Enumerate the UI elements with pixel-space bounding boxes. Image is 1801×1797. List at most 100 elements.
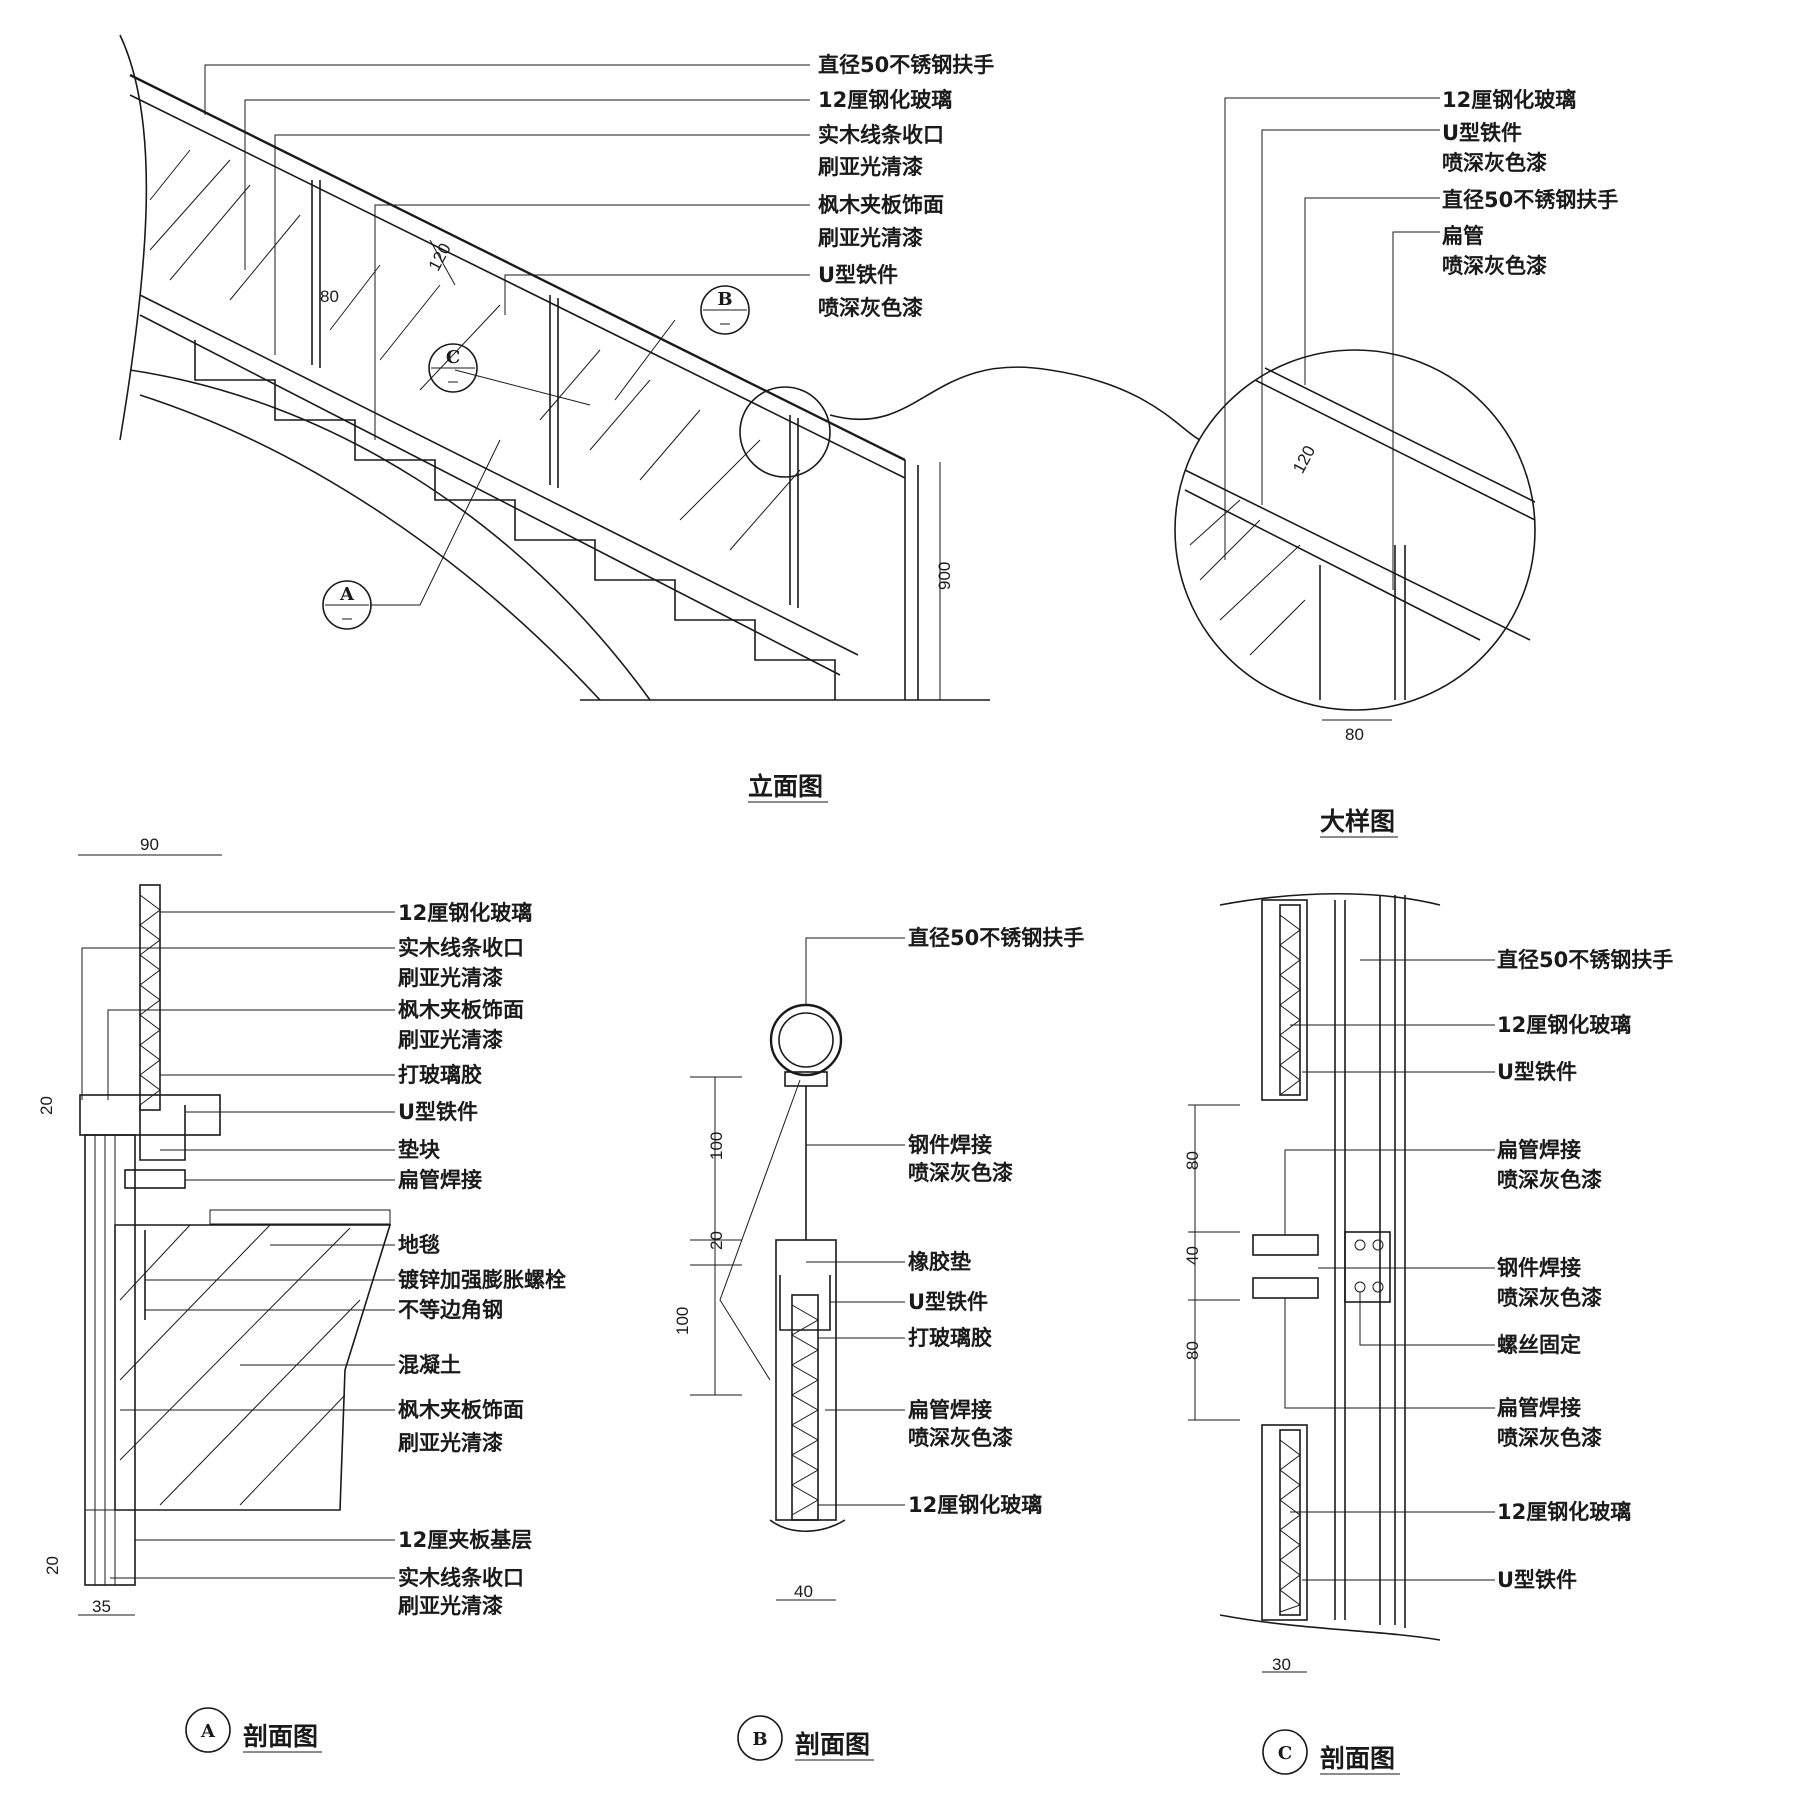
section-c-screw-3 [1354, 1281, 1366, 1293]
elevation-label-2: 12厘钢化玻璃 [818, 88, 952, 112]
section-b-handrail [769, 1003, 843, 1077]
elevation-label-3: 实木线条收口 [818, 123, 944, 147]
section-c-label-1: 直径50不锈钢扶手 [1497, 948, 1673, 972]
string-line-2 [139, 314, 841, 676]
section-b-break [769, 1519, 846, 1533]
section-c-u-bottom [1261, 1424, 1308, 1621]
section-a-label-17: 实木线条收口 [398, 1566, 524, 1590]
section-a-label-15: 刷亚光清漆 [398, 1431, 503, 1455]
detail-label-2: U型铁件 [1442, 121, 1522, 145]
string-line-1 [139, 294, 859, 656]
section-a-label-8: 垫块 [398, 1138, 441, 1162]
section-a-dim-90: 90 [140, 835, 159, 854]
detail-dim-120: 120 [1289, 442, 1319, 476]
svg-text:A: A [339, 584, 355, 605]
section-c-label-2: 12厘钢化玻璃 [1497, 1013, 1631, 1037]
section-a-label-7: U型铁件 [398, 1100, 478, 1124]
section-c-label-12: U型铁件 [1497, 1568, 1577, 1592]
section-c-label-8: 螺丝固定 [1497, 1333, 1581, 1357]
section-c-mark: C [1262, 1729, 1308, 1775]
section-b-mark: B [737, 1715, 783, 1761]
soffit-curve-lower [139, 394, 601, 701]
detail-hatch [1189, 499, 1306, 656]
section-c-label-3: U型铁件 [1497, 1060, 1577, 1084]
svg-text:B: B [752, 1729, 767, 1750]
section-c-handrail [1334, 895, 1406, 1628]
section-a-concrete-hatch [119, 1224, 361, 1506]
section-b-glass [791, 1294, 819, 1521]
section-a-label-9: 扁管焊接 [398, 1168, 482, 1192]
section-c-label-10: 喷深灰色漆 [1497, 1426, 1602, 1450]
elevation-dim-120: 120 [425, 240, 455, 274]
section-b-label-8: 喷深灰色漆 [908, 1426, 1013, 1450]
detail-view: 12厘钢化玻璃 U型铁件 喷深灰色漆 直径50不锈钢扶手 扁管 喷深灰色漆 12… [1174, 88, 1618, 838]
section-b-flat-tube [775, 1239, 837, 1521]
section-c-flat-tube-1 [1252, 1234, 1319, 1256]
section-a-u-channel [139, 1105, 186, 1161]
section-c-glass-bottom [1279, 1429, 1301, 1616]
section-a-view: 90 20 20 35 12厘钢化玻璃 实木线条收口 刷亚光清漆 枫木夹板饰面 … [37, 835, 566, 1753]
section-c-label-7: 喷深灰色漆 [1497, 1286, 1602, 1310]
section-c-plate [1344, 1231, 1391, 1303]
elevation-dim-900: 900 [935, 562, 954, 590]
section-a-flat-tube [124, 1169, 186, 1189]
section-a-label-12: 不等边角钢 [398, 1298, 503, 1322]
elevation-title: 立面图 [748, 772, 823, 801]
elevation-label-6: 刷亚光清漆 [818, 226, 923, 250]
elevation-view: 直径50不锈钢扶手 12厘钢化玻璃 实木线条收口 刷亚光清漆 枫木夹板饰面 刷亚… [119, 34, 1201, 803]
section-c-dim-40: 40 [1183, 1246, 1202, 1265]
glass-hatch [149, 149, 801, 551]
section-b-label-6: 打玻璃胶 [908, 1326, 992, 1350]
section-b-label-5: U型铁件 [908, 1290, 988, 1314]
svg-text:C: C [446, 347, 460, 368]
section-a-label-11: 镀锌加强膨胀螺栓 [398, 1268, 566, 1292]
section-c-u-top [1261, 899, 1308, 1101]
section-b-dim-20: 20 [707, 1231, 726, 1250]
section-c-dim-80-top: 80 [1183, 1151, 1202, 1170]
detail-label-1: 12厘钢化玻璃 [1442, 88, 1576, 112]
section-b-label-9: 12厘钢化玻璃 [908, 1493, 1042, 1517]
svg-text:B: B [717, 289, 732, 310]
section-a-carpet [209, 1209, 391, 1225]
section-a-title: 剖面图 [243, 1722, 318, 1751]
section-c-dim-30: 30 [1272, 1655, 1291, 1674]
section-a-dim-20-bottom: 20 [43, 1556, 62, 1575]
section-c-glass-top-pattern [1279, 914, 1301, 1096]
detail-rail [1184, 367, 1536, 700]
elevation-label-8: 喷深灰色漆 [818, 296, 923, 320]
section-b-glass-pattern [790, 1304, 820, 1516]
section-a-concrete [114, 1224, 392, 1511]
section-a-leaders [81, 911, 395, 1579]
section-a-label-3: 刷亚光清漆 [398, 966, 503, 990]
stair-steps [194, 340, 836, 700]
section-a-mark: A [185, 1707, 231, 1753]
section-a-glass [139, 884, 161, 1111]
section-a-base [84, 1509, 136, 1586]
handrail-bottom [129, 94, 906, 479]
section-b-title: 剖面图 [795, 1730, 870, 1759]
dim-120-line [429, 239, 456, 286]
section-a-glass-pattern [139, 894, 161, 1106]
section-a-label-5: 刷亚光清漆 [398, 1028, 503, 1052]
detail-title: 大样图 [1320, 807, 1395, 836]
section-c-label-5: 喷深灰色漆 [1497, 1168, 1602, 1192]
detail-connector [829, 366, 1201, 441]
section-a-label-18: 刷亚光清漆 [398, 1594, 503, 1618]
section-b-label-4: 橡胶垫 [908, 1250, 971, 1274]
section-a-dim-35: 35 [92, 1597, 111, 1616]
detail-label-6: 喷深灰色漆 [1442, 254, 1547, 278]
section-c-label-4: 扁管焊接 [1497, 1138, 1581, 1162]
callout-b: B [700, 285, 750, 335]
section-c-break-top [1219, 893, 1441, 906]
section-c-leaders [1284, 959, 1495, 1581]
elevation-leaders [204, 64, 810, 606]
section-b-label-3: 喷深灰色漆 [908, 1161, 1013, 1185]
balusters [311, 180, 799, 608]
section-c-screw-1 [1354, 1239, 1366, 1251]
svg-text:A: A [200, 1721, 216, 1742]
section-a-label-10: 地毯 [398, 1233, 440, 1257]
section-b-leaders [719, 937, 905, 1506]
section-c-screw-2 [1372, 1239, 1384, 1251]
